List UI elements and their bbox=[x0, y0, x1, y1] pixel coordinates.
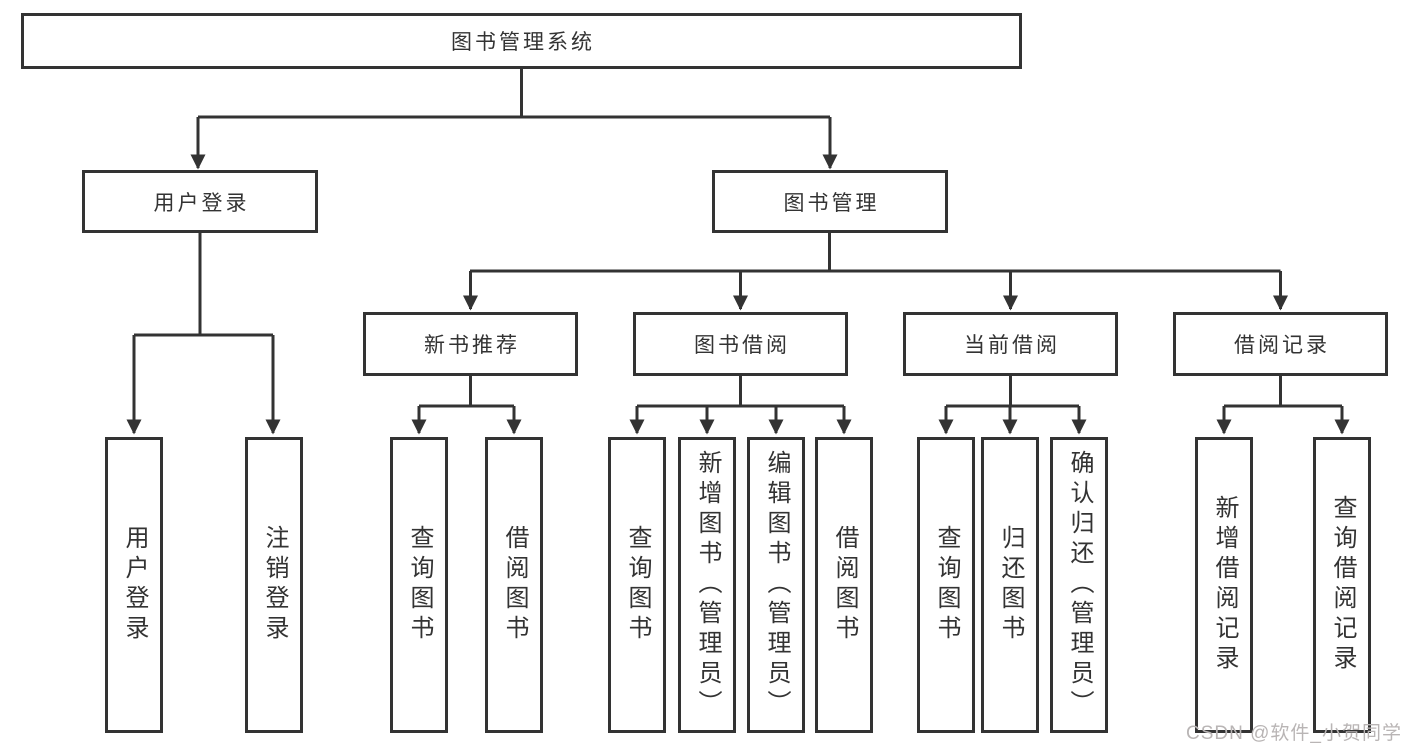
leaf-label: 查询图书 bbox=[406, 525, 433, 645]
leaf-label: 借阅图书 bbox=[831, 525, 858, 645]
leaf-user-login: 用户登录 bbox=[105, 437, 163, 733]
leaf-label: 确认归还（管理员） bbox=[1066, 450, 1093, 720]
leaf-borrow-books: 借阅图书 bbox=[815, 437, 873, 733]
leaf-label: 注销登录 bbox=[261, 525, 288, 645]
leaf-label: 用户登录 bbox=[121, 525, 148, 645]
node-label: 图书管理 bbox=[783, 191, 880, 215]
leaf-logout: 注销登录 bbox=[245, 437, 303, 733]
leaf-label: 查询图书 bbox=[933, 525, 960, 645]
leaf-label: 查询图书 bbox=[624, 525, 651, 645]
leaf-query-borrow-record: 查询借阅记录 bbox=[1313, 437, 1371, 733]
node-label: 用户登录 bbox=[153, 191, 250, 215]
leaf-borrow-books-recommend: 借阅图书 bbox=[485, 437, 543, 733]
group-borrow-records: 借阅记录 bbox=[1173, 312, 1388, 376]
group-current-borrow: 当前借阅 bbox=[903, 312, 1118, 376]
leaf-add-books-admin: 新增图书（管理员） bbox=[678, 437, 736, 733]
leaf-query-books-borrow: 查询图书 bbox=[608, 437, 666, 733]
node-book-management: 图书管理 bbox=[712, 170, 948, 233]
node-label: 借阅记录 bbox=[1234, 334, 1330, 357]
leaf-edit-books-admin: 编辑图书（管理员） bbox=[747, 437, 805, 733]
leaf-label: 编辑图书（管理员） bbox=[763, 450, 790, 720]
leaf-query-books-recommend: 查询图书 bbox=[390, 437, 448, 733]
node-label: 当前借阅 bbox=[964, 334, 1060, 357]
node-label: 图书管理系统 bbox=[451, 31, 595, 54]
leaf-return-books: 归还图书 bbox=[981, 437, 1039, 733]
leaf-query-books-current: 查询图书 bbox=[917, 437, 975, 733]
leaf-confirm-return-admin: 确认归还（管理员） bbox=[1050, 437, 1108, 733]
group-new-book-recommend: 新书推荐 bbox=[363, 312, 578, 376]
node-label: 新书推荐 bbox=[424, 334, 520, 357]
leaf-label: 查询借阅记录 bbox=[1329, 495, 1356, 675]
leaf-add-borrow-record: 新增借阅记录 bbox=[1195, 437, 1253, 733]
group-book-borrow: 图书借阅 bbox=[633, 312, 848, 376]
leaf-label: 归还图书 bbox=[997, 525, 1024, 645]
node-label: 图书借阅 bbox=[694, 334, 790, 357]
node-user-login: 用户登录 bbox=[82, 170, 318, 233]
node-system-root: 图书管理系统 bbox=[21, 13, 1022, 69]
leaf-label: 新增借阅记录 bbox=[1211, 495, 1238, 675]
leaf-label: 借阅图书 bbox=[501, 525, 528, 645]
csdn-watermark: CSDN @软件_小贺同学 bbox=[1186, 723, 1402, 744]
leaf-label: 新增图书（管理员） bbox=[694, 450, 721, 720]
